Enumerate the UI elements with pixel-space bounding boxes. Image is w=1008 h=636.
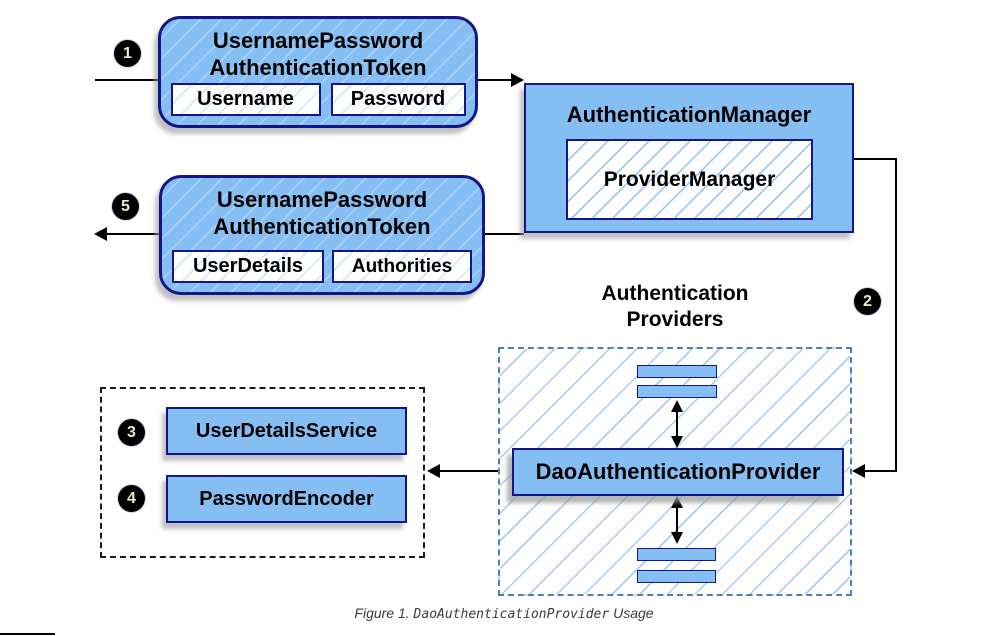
- lower-arrowhead-down-icon: [670, 532, 683, 544]
- authorities-field-box: Authorities: [332, 250, 472, 283]
- username-password-token-response-box: UsernamePassword AuthenticationToken Use…: [159, 175, 485, 295]
- lower-arrowhead-up-icon: [670, 496, 683, 508]
- upper-arrowhead-up-icon: [670, 400, 683, 412]
- authentication-providers-label-line2: Providers: [626, 308, 724, 331]
- password-encoder-label: PasswordEncoder: [199, 487, 374, 510]
- token-response-title-line2: AuthenticationToken: [213, 214, 431, 239]
- token-response-title: UsernamePassword AuthenticationToken: [162, 186, 482, 240]
- provider-list-upper-arrow-line: [676, 409, 678, 439]
- figure-caption-code: DaoAuthenticationProvider: [413, 607, 610, 622]
- step2-arrowhead-icon: [852, 464, 865, 478]
- provider-placeholder-bar: [637, 548, 716, 561]
- authentication-providers-label-line1: Authentication: [601, 282, 749, 305]
- services-group-box: [100, 387, 425, 558]
- password-encoder-box: PasswordEncoder: [166, 475, 407, 523]
- figure-caption-suffix: Usage: [609, 605, 654, 621]
- step3-badge: 3: [118, 419, 145, 446]
- dao-authentication-provider-label: DaoAuthenticationProvider: [535, 459, 821, 484]
- user-details-service-box: UserDetailsService: [166, 407, 407, 455]
- provider-placeholder-bar: [637, 365, 717, 378]
- provider-manager-label: ProviderManager: [603, 167, 776, 191]
- step5-arrowhead-icon: [94, 227, 107, 241]
- authentication-providers-label: Authentication Providers: [550, 281, 800, 333]
- step2-connector-top: [853, 158, 897, 160]
- provider-placeholder-bar: [637, 570, 716, 583]
- user-details-service-label: UserDetailsService: [195, 419, 378, 442]
- token-request-title-line1: UsernamePassword: [212, 28, 424, 53]
- step4-badge: 4: [118, 485, 145, 512]
- provider-placeholder-bar: [637, 385, 717, 398]
- step5-badge: 5: [112, 193, 139, 220]
- step2-badge: 2: [854, 288, 881, 315]
- authentication-manager-title: AuthenticationManager: [566, 102, 812, 127]
- figure-caption-prefix: Figure 1.: [354, 605, 414, 621]
- step1-arrowhead-icon: [511, 73, 524, 87]
- username-password-token-request-box: UsernamePassword AuthenticationToken Use…: [158, 16, 478, 128]
- figure-caption: Figure 1. DaoAuthenticationProvider Usag…: [0, 605, 1008, 622]
- bottom-edge-line: [0, 633, 55, 635]
- provider-list-lower-arrow-line: [676, 505, 678, 535]
- dao-to-services-arrowhead-icon: [427, 464, 440, 478]
- token-request-title-line2: AuthenticationToken: [209, 55, 427, 80]
- userdetails-field-box: UserDetails: [172, 250, 324, 283]
- token-response-title-line1: UsernamePassword: [216, 187, 428, 212]
- dao-to-services-line: [440, 470, 512, 472]
- upper-arrowhead-down-icon: [670, 436, 683, 448]
- token-request-fields: Username Password: [161, 83, 475, 116]
- step1-badge: 1: [114, 40, 141, 67]
- step2-connector-bottom: [864, 470, 897, 472]
- token-request-title: UsernamePassword AuthenticationToken: [161, 27, 475, 81]
- step2-connector-vertical: [895, 158, 897, 471]
- password-field-box: Password: [330, 83, 466, 116]
- dao-authentication-provider-box: DaoAuthenticationProvider: [512, 448, 844, 496]
- username-field-box: Username: [170, 83, 321, 116]
- provider-manager-box: ProviderManager: [566, 139, 813, 220]
- token-response-fields: UserDetails Authorities: [162, 250, 482, 283]
